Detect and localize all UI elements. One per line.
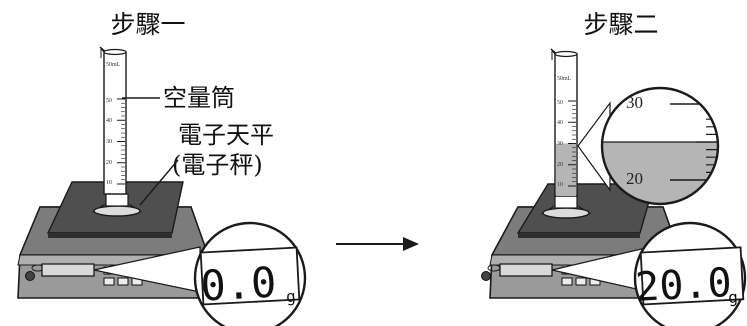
label-balance: 電子天平	[178, 121, 274, 149]
step2-liquid	[556, 143, 576, 196]
step2-tick-label-40: 40	[557, 120, 563, 126]
step1-cylinder-top-label: 50mL	[106, 62, 121, 68]
step1-small-display	[41, 263, 95, 277]
step1-tick-label-30: 30	[106, 139, 112, 145]
step1-display-zoom: 0.0 g	[93, 221, 307, 326]
step1-title: 步驟一	[110, 10, 185, 39]
step1-display-reading: 0.0	[199, 258, 277, 311]
step2-display-unit: g	[728, 288, 739, 307]
zoom-label-20: 20	[626, 169, 643, 188]
step1-tick-label-20: 20	[106, 160, 112, 166]
power-button-icon	[481, 271, 491, 281]
step1-display-unit: g	[286, 287, 297, 306]
step2-cylinder-top-label: 50mL	[557, 76, 572, 82]
step2-display-zoom: 20.0 g	[551, 221, 747, 326]
step1-tick-label-10: 10	[106, 180, 112, 186]
balance-leader-line	[139, 159, 179, 206]
step2-title: 步驟二	[583, 10, 658, 39]
step1-cylinder: 50mL 50 40 30 20 10	[91, 46, 143, 217]
process-arrow	[336, 237, 419, 251]
step1-tick-label-50: 50	[106, 98, 112, 104]
step1-balance	[17, 181, 211, 299]
step2-tick-label-10: 10	[557, 182, 563, 188]
step2-cylinder: 50mL 50 40 30 20 10	[540, 48, 592, 219]
step2-display-reading: 20.0	[634, 260, 733, 311]
label-empty-cylinder: 空量筒	[163, 84, 235, 112]
step1-tick-label-40: 40	[106, 118, 112, 124]
step2-tick-label-30: 30	[557, 141, 563, 147]
step1-panel: 步驟一 50mL	[17, 10, 307, 326]
step2-tick-label-20: 20	[557, 162, 563, 168]
step2-tick-label-50: 50	[557, 100, 563, 106]
step2-small-display	[499, 263, 553, 277]
label-balance-alt: (電子秤)	[172, 151, 263, 179]
power-button-icon	[25, 271, 35, 281]
zoom-label-30: 30	[626, 93, 643, 112]
step2-panel: 步驟二 50mL	[481, 10, 747, 326]
